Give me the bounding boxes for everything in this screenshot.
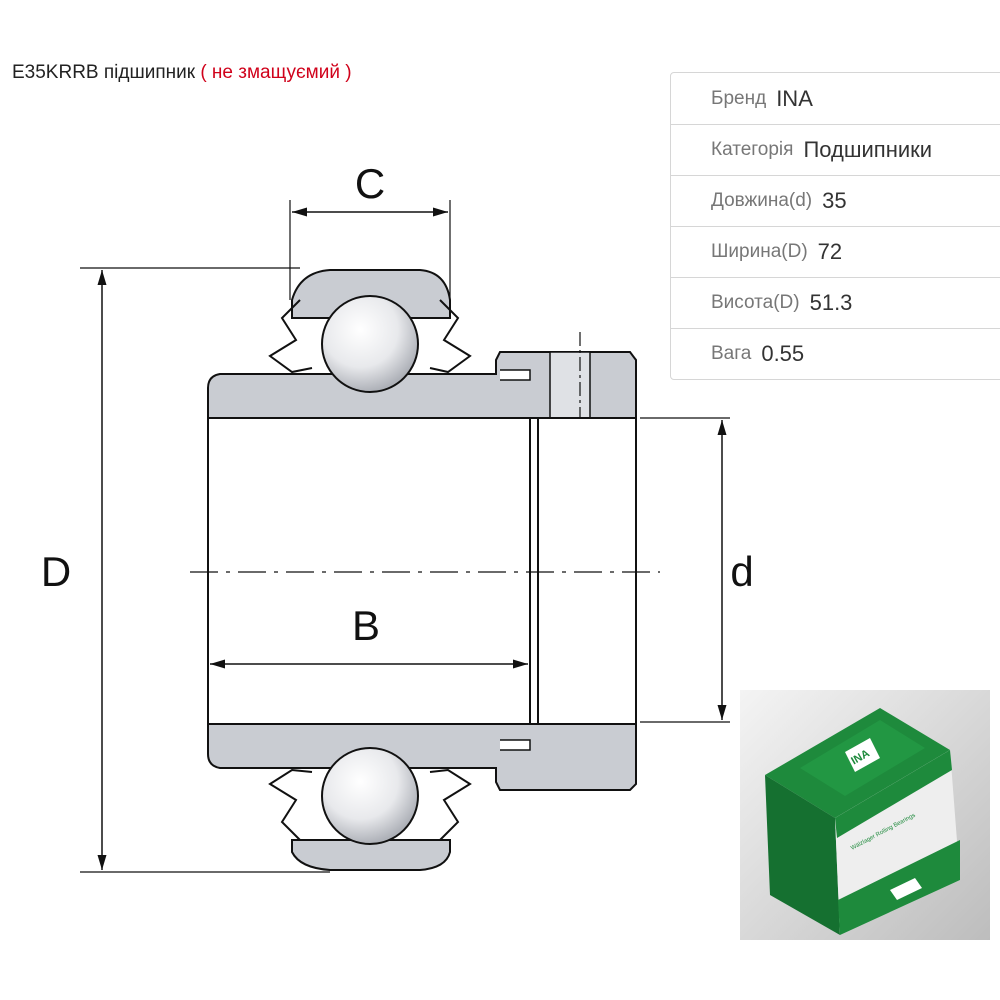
spec-label: Ширина(D) [711, 241, 808, 262]
ball-bottom [321, 747, 419, 845]
inner-ring-top [207, 351, 637, 419]
ball-top [321, 295, 419, 393]
spec-row-height: Висота(D) 51.3 [671, 277, 1000, 328]
spec-row-category: Категорія Подшипники [671, 124, 1000, 175]
product-note: ( не змащуємий ) [200, 62, 352, 83]
bore [207, 417, 637, 725]
spec-value: 0.55 [761, 341, 805, 366]
specs-table: Бренд INA Категорія Подшипники Довжина(d… [670, 72, 1000, 380]
dim-D-label: D [41, 548, 71, 595]
spec-value: 72 [817, 239, 843, 264]
spec-value: 51.3 [809, 290, 853, 315]
spec-row-weight: Вага 0.55 [671, 328, 1000, 379]
dim-B-label: B [352, 602, 380, 649]
spec-label: Категорія [711, 139, 794, 160]
product-name: E35KRRB підшипник [12, 62, 196, 83]
set-screw-top [549, 351, 591, 419]
outer-ring-bottom [291, 839, 451, 871]
product-box-photo: INA Wälzlager Rolling Bearings [740, 690, 990, 940]
dim-d-label: d [730, 548, 753, 595]
spec-value: 35 [822, 188, 847, 213]
spec-label: Вага [711, 343, 752, 364]
spec-value: Подшипники [803, 137, 933, 162]
collar-notch-top [500, 369, 531, 381]
spec-row-brand: Бренд INA [671, 73, 1000, 124]
spec-label: Бренд [711, 87, 767, 109]
spec-value: INA [776, 85, 813, 111]
collar-notch-bottom [500, 739, 531, 751]
spec-label: Довжина(d) [711, 190, 813, 211]
spec-label: Висота(D) [711, 292, 800, 313]
seal-left-bottom [268, 768, 313, 841]
inner-ring-bottom [207, 723, 637, 791]
seal-right-top [429, 299, 472, 374]
product-title: E35KRRB підшипник ( не змащуємий ) [12, 62, 352, 84]
seal-left-top [268, 299, 313, 374]
spec-row-width: Ширина(D) 72 [671, 226, 1000, 277]
dim-c-label: C [355, 160, 385, 207]
seal-right-bottom [429, 768, 472, 841]
spec-row-length: Довжина(d) 35 [671, 175, 1000, 226]
